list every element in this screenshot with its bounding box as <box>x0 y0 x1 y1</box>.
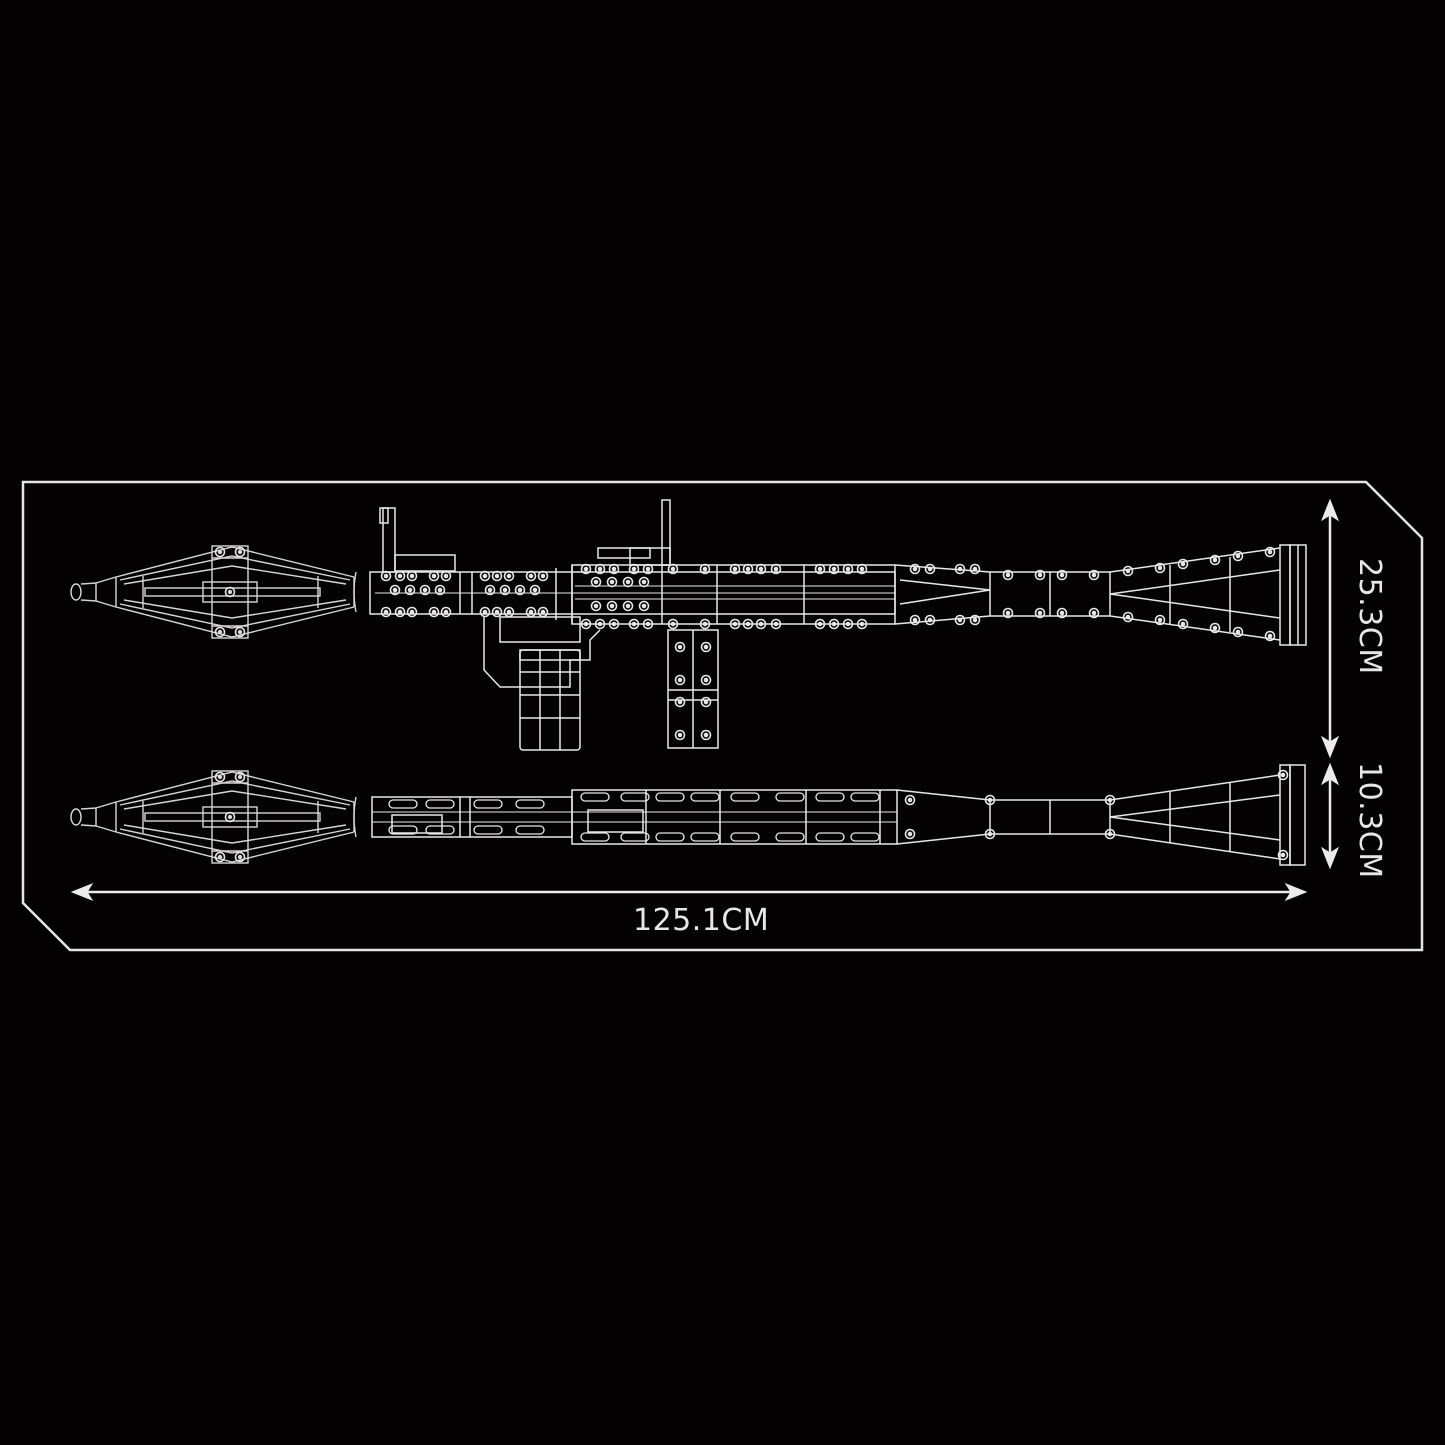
side-view-launcher <box>71 499 1307 751</box>
top-height-arrow <box>1320 762 1340 870</box>
side-height-arrow <box>1320 498 1340 759</box>
frame-border <box>21 480 1424 952</box>
top-height-dimension-label: 10.3CM <box>1352 762 1387 879</box>
dimension-arrows <box>70 498 1340 902</box>
length-dimension-label: 125.1CM <box>633 903 770 938</box>
length-arrow <box>70 882 1308 902</box>
side-height-dimension-label: 25.3CM <box>1352 558 1387 675</box>
top-view-launcher <box>71 764 1306 866</box>
